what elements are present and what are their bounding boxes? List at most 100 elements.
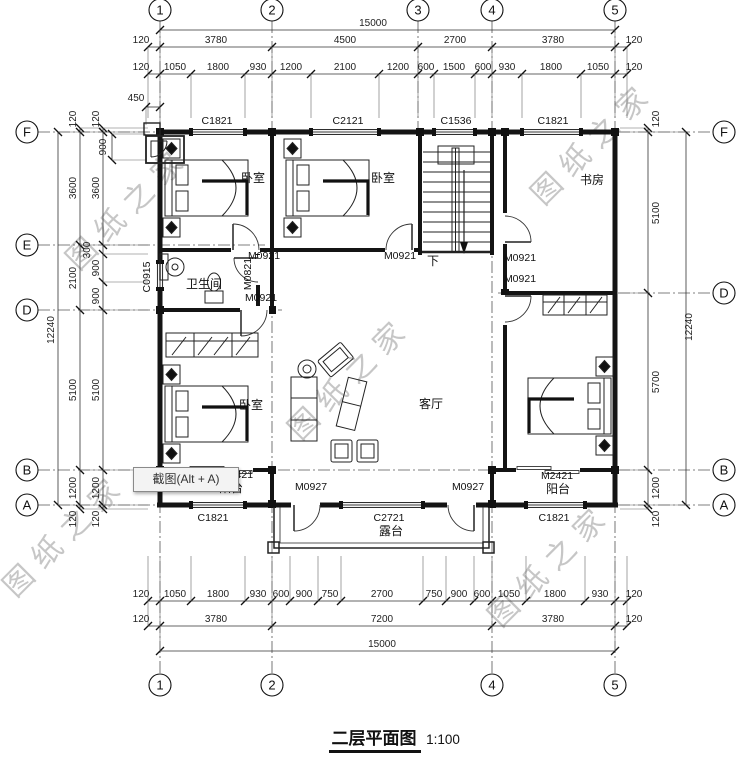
dimension-label: 3780 bbox=[205, 35, 228, 46]
dimension-label: 1050 bbox=[498, 589, 521, 600]
terrace-railing bbox=[267, 507, 495, 554]
dimension-label: 3780 bbox=[542, 614, 565, 625]
door-bathroom bbox=[233, 255, 262, 285]
grid-bubble-label: 5 bbox=[611, 3, 618, 18]
grid-bubble: 4 bbox=[480, 0, 504, 22]
grid-bubble-label: 2 bbox=[268, 3, 275, 18]
element-tag: C1536 bbox=[441, 115, 472, 127]
dimension-label: 900 bbox=[296, 589, 313, 600]
dimension-label: 7200 bbox=[371, 614, 394, 625]
window-symbol bbox=[524, 501, 587, 509]
sofa-set bbox=[290, 342, 379, 463]
grid-bubble-label: F bbox=[23, 125, 31, 140]
room-label: 卧室 bbox=[241, 170, 265, 185]
window-jamb bbox=[579, 128, 583, 136]
door-terrace-right bbox=[447, 501, 476, 532]
drawing-scale: 1:100 bbox=[426, 732, 460, 747]
dimension-label: 600 bbox=[475, 62, 492, 73]
grid-bubble-circle bbox=[260, 673, 284, 697]
dimension-label: 1200 bbox=[651, 476, 662, 499]
dimension-label: 900 bbox=[98, 138, 109, 155]
dimension-label: 120 bbox=[68, 510, 79, 527]
grid-bubble-circle bbox=[15, 120, 39, 144]
dimension-label: 120 bbox=[626, 62, 643, 73]
element-tag: C1821 bbox=[538, 115, 569, 127]
room-label: 卫生间 bbox=[186, 277, 222, 291]
dimension-label: 1050 bbox=[164, 589, 187, 600]
dimension-label: 600 bbox=[474, 589, 491, 600]
grid-bubble-circle bbox=[260, 0, 284, 22]
window-symbol bbox=[520, 128, 583, 136]
dimension-label: 15000 bbox=[368, 639, 396, 650]
window-symbol bbox=[339, 501, 425, 509]
dimension-label: 1800 bbox=[540, 62, 563, 73]
window-jamb bbox=[189, 501, 193, 509]
wardrobe-bottom-left bbox=[165, 332, 259, 358]
element-tag: C2721 bbox=[374, 512, 405, 524]
dimension-label: 1050 bbox=[164, 62, 187, 73]
grid-bubble-label: 1 bbox=[156, 678, 163, 693]
dimension-label: 2700 bbox=[371, 589, 394, 600]
grid-bubble-circle bbox=[406, 0, 430, 22]
room-label: 卧室 bbox=[239, 397, 263, 412]
dimension-label: 1500 bbox=[443, 62, 466, 73]
grid-bubble-circle bbox=[15, 233, 39, 257]
window-jamb bbox=[339, 501, 343, 509]
screenshot-tooltip: 截图(Alt + A) bbox=[133, 467, 239, 492]
window-jamb bbox=[243, 128, 247, 136]
grid-bubble: F bbox=[712, 120, 736, 144]
dimension-label: 3780 bbox=[205, 614, 228, 625]
grid-bubble-label: B bbox=[23, 463, 32, 478]
grid-bubble-label: 2 bbox=[268, 678, 275, 693]
dimension-label: 120 bbox=[651, 510, 662, 527]
grid-bubble: 5 bbox=[603, 0, 627, 22]
element-tag: C1821 bbox=[539, 512, 570, 524]
window-symbol bbox=[189, 501, 247, 509]
dimension-label: 1800 bbox=[207, 589, 230, 600]
room-label: 客厅 bbox=[419, 396, 443, 411]
grid-bubble: 2 bbox=[260, 673, 284, 697]
bed-bottom-right bbox=[526, 355, 615, 457]
dimension-label: 1800 bbox=[207, 62, 230, 73]
wardrobe-bottom-right bbox=[542, 294, 608, 316]
grid-bubble-circle bbox=[603, 0, 627, 22]
grid-bubble: B bbox=[712, 458, 736, 482]
grid-bubble-label: 4 bbox=[488, 3, 495, 18]
dimension-label: 900 bbox=[91, 287, 102, 304]
window-symbol bbox=[309, 128, 381, 136]
dimension-label: 15000 bbox=[359, 18, 387, 29]
dimension-label: 12240 bbox=[684, 313, 695, 341]
dimension-label: 1800 bbox=[544, 589, 567, 600]
dimension-label: 120 bbox=[91, 510, 102, 527]
grid-bubble-circle bbox=[712, 458, 736, 482]
dimension-label: 120 bbox=[133, 589, 150, 600]
element-tag: M0921 bbox=[504, 252, 536, 264]
dimension-label: 5100 bbox=[91, 378, 102, 401]
dimension-label: 930 bbox=[592, 589, 609, 600]
dimension-label: 120 bbox=[68, 110, 79, 127]
dimension-label: 3780 bbox=[542, 35, 565, 46]
grid-bubble-circle bbox=[480, 673, 504, 697]
dimension-label: 600 bbox=[273, 589, 290, 600]
room-label: 阳台 bbox=[546, 481, 570, 496]
door-bedroom-bottom-left bbox=[240, 306, 269, 337]
dimension-label: 120 bbox=[651, 110, 662, 127]
element-tag: C0915 bbox=[141, 261, 153, 292]
grid-bubble-circle bbox=[15, 298, 39, 322]
door-bedroom-top-left bbox=[231, 223, 260, 254]
furniture bbox=[159, 137, 615, 465]
dimension-label: 1200 bbox=[91, 476, 102, 499]
grid-bubble: 1 bbox=[148, 673, 172, 697]
dimension-label: 900 bbox=[451, 589, 468, 600]
element-tag: M0821 bbox=[242, 258, 254, 290]
grid-bubble-circle bbox=[148, 0, 172, 22]
grid-bubble: D bbox=[15, 298, 39, 322]
window-symbol bbox=[189, 128, 247, 136]
sink bbox=[159, 253, 185, 281]
grid-bubble: E bbox=[15, 233, 39, 257]
dimension-label: 120 bbox=[626, 589, 643, 600]
dimension-label: 1050 bbox=[587, 62, 610, 73]
window-jamb bbox=[524, 501, 528, 509]
